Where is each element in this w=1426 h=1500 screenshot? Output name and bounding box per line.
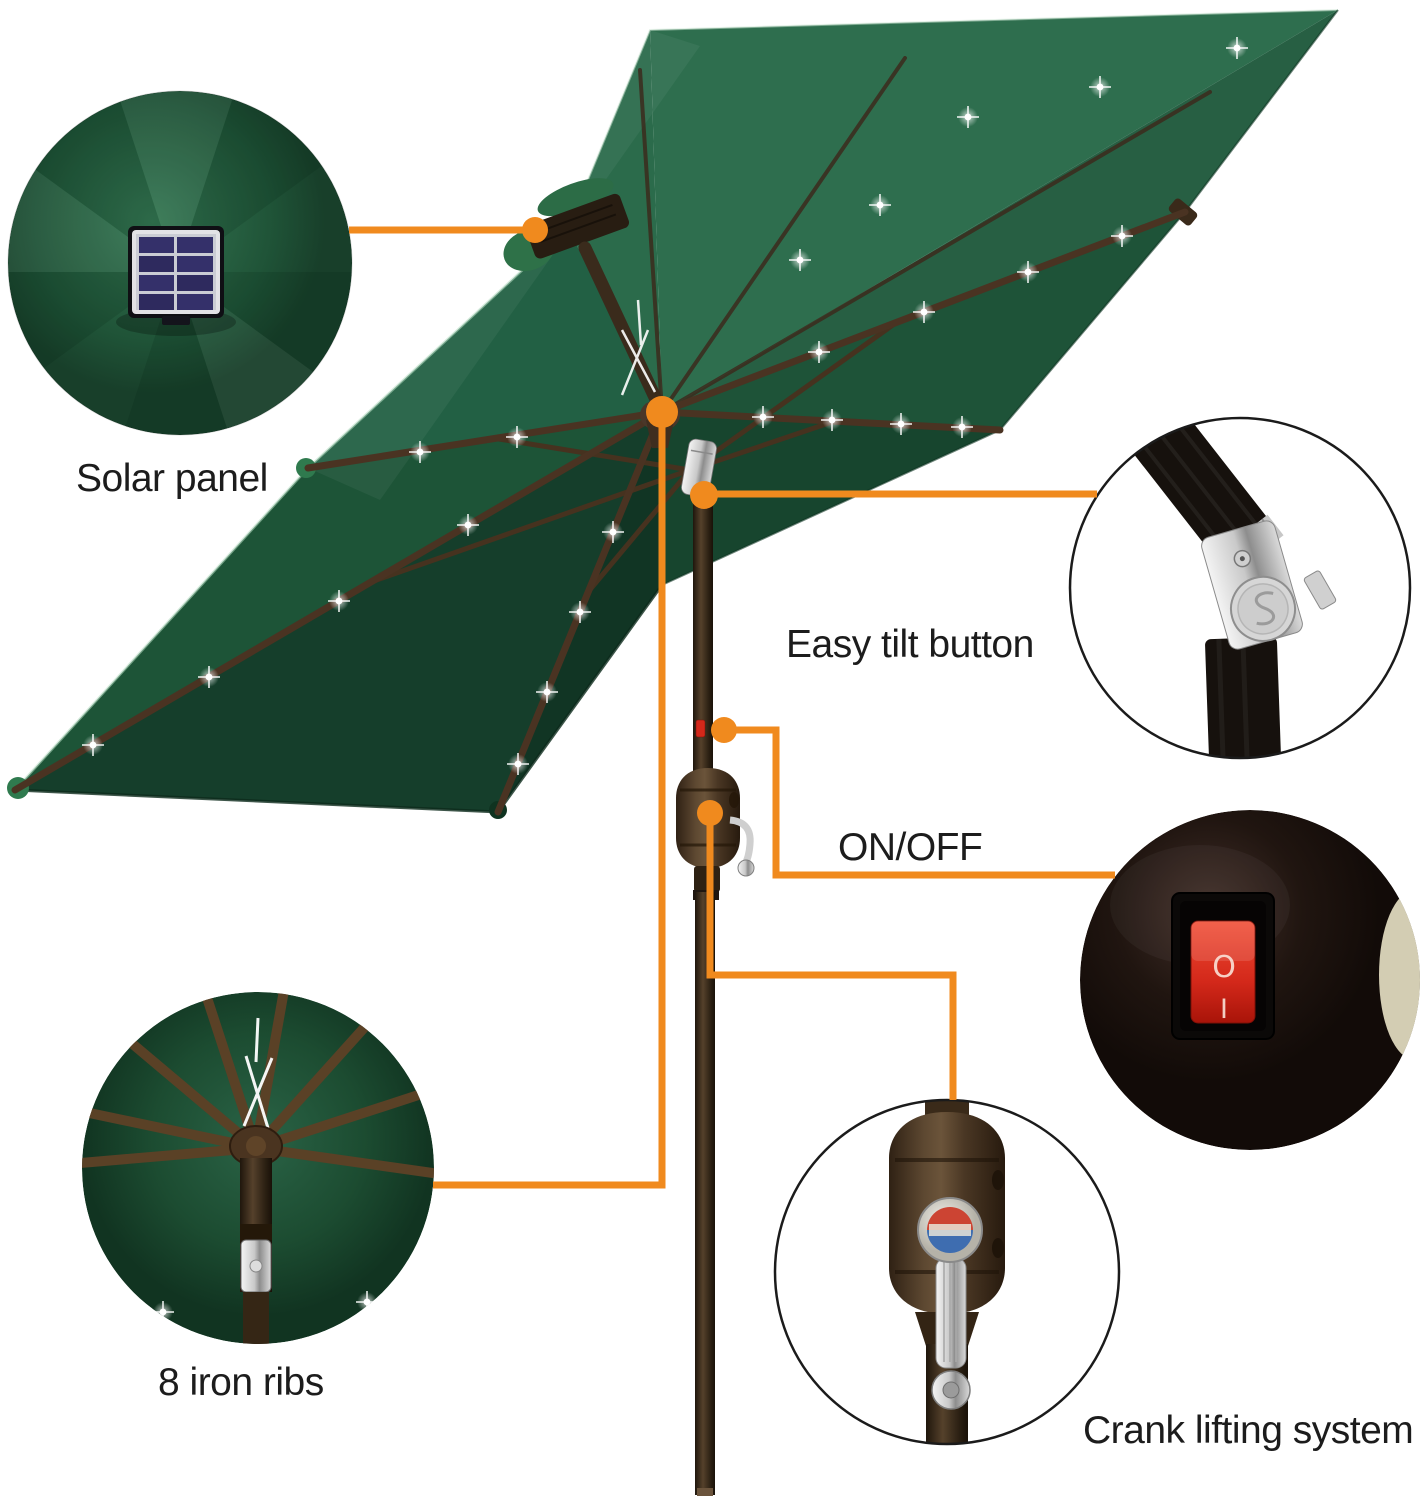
easy-tilt-button-label: Easy tilt button bbox=[786, 623, 1034, 666]
callout-lines bbox=[349, 226, 1115, 1189]
solar-panel-callout-dot bbox=[522, 217, 548, 243]
power-switch: O I bbox=[1171, 892, 1275, 1040]
crank-callout-line bbox=[706, 813, 957, 1100]
ribs-callout-line bbox=[433, 412, 666, 1189]
on-off-label: ON/OFF bbox=[838, 826, 983, 869]
crank-callout-dot bbox=[697, 800, 723, 826]
iron-ribs-label: 8 iron ribs bbox=[158, 1361, 324, 1404]
solar-panel-label: Solar panel bbox=[76, 457, 268, 500]
crank-inset bbox=[773, 1098, 1121, 1446]
power-switch-inset: O I bbox=[1080, 810, 1420, 1150]
callout-dots bbox=[522, 217, 737, 826]
crank-lifting-system-label: Crank lifting system bbox=[1083, 1409, 1414, 1452]
tilt-button bbox=[1201, 520, 1303, 650]
power-switch-callout-dot bbox=[711, 717, 737, 743]
umbrella-pole bbox=[676, 490, 755, 1496]
crank-handle-detail bbox=[917, 1197, 983, 1410]
tilt-button-inset bbox=[1068, 416, 1412, 760]
light-string bbox=[620, 299, 657, 396]
pole-power-switch bbox=[695, 719, 706, 738]
solar-panel bbox=[128, 226, 224, 325]
switch-off-marking: O bbox=[1212, 950, 1236, 985]
ribs-inset bbox=[82, 992, 434, 1344]
solar-panel-inset bbox=[7, 90, 353, 436]
light-string bbox=[242, 1017, 274, 1129]
ribs-callout-dot bbox=[646, 396, 678, 428]
switch-on-marking: I bbox=[1220, 994, 1228, 1025]
tilt-button-callout-dot bbox=[690, 481, 718, 509]
power-switch-callout-line bbox=[724, 726, 1115, 879]
